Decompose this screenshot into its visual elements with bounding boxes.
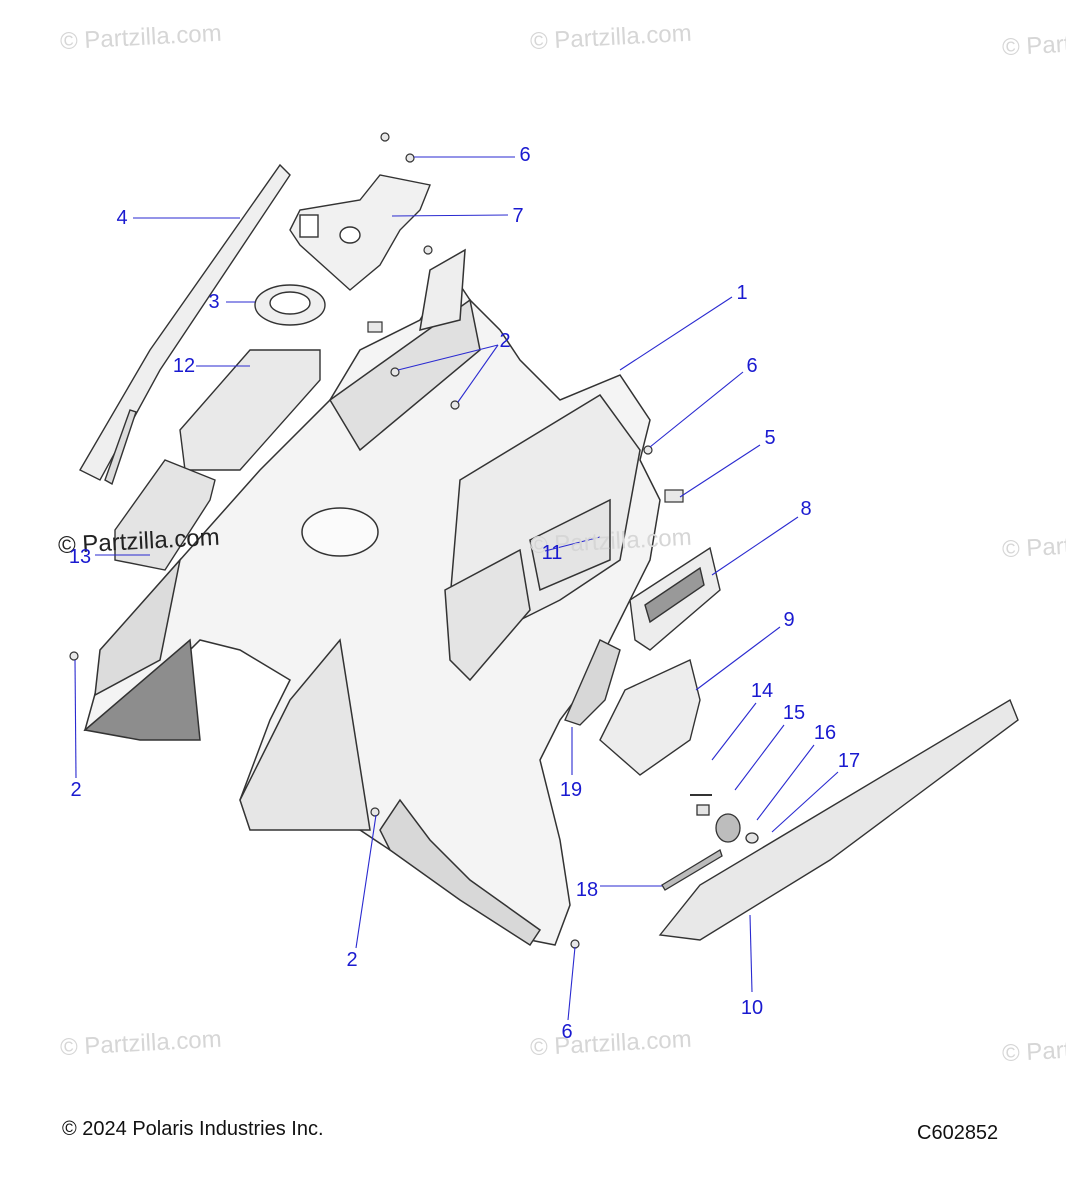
callout-19: 19 xyxy=(559,779,583,801)
callout-4: 4 xyxy=(116,207,128,229)
hood-panel xyxy=(83,248,661,947)
callout-12: 12 xyxy=(172,355,196,377)
callout-6: 6 xyxy=(746,355,758,377)
callout-2: 2 xyxy=(499,330,511,352)
callout-16: 16 xyxy=(813,722,837,744)
callout-13: 13 xyxy=(68,546,92,568)
callout-1: 1 xyxy=(736,282,748,304)
callout-7: 7 xyxy=(512,205,524,227)
callout-17: 17 xyxy=(837,750,861,772)
callout-18: 18 xyxy=(575,879,599,901)
pad-part-13 xyxy=(114,459,216,571)
bracket-part-7 xyxy=(289,174,431,291)
leader-lines xyxy=(74,156,839,1021)
callout-15: 15 xyxy=(782,702,806,724)
hardware-stack-parts-14-17 xyxy=(690,794,773,856)
callout-11: 11 xyxy=(541,542,563,564)
callout-14: 14 xyxy=(750,680,774,702)
callout-9: 9 xyxy=(783,609,795,631)
trim-strip-part-4 xyxy=(79,163,291,486)
callout-3: 3 xyxy=(208,291,220,313)
copyright-text: © 2024 Polaris Industries Inc. xyxy=(62,1118,324,1140)
rail-part-10 xyxy=(658,698,1019,941)
pad-part-19 xyxy=(564,639,621,726)
strip-part-18 xyxy=(661,849,723,891)
diagram-code: C602852 xyxy=(917,1122,999,1144)
callout-6: 6 xyxy=(519,144,531,166)
callout-5: 5 xyxy=(764,427,776,449)
duct-part-9 xyxy=(599,659,701,776)
callout-6: 6 xyxy=(561,1021,573,1043)
vent-grille-part-8 xyxy=(629,546,721,651)
fasteners xyxy=(69,132,684,949)
callout-8: 8 xyxy=(800,498,812,520)
callout-10: 10 xyxy=(740,997,764,1019)
callout-2: 2 xyxy=(346,949,358,971)
callout-2: 2 xyxy=(70,779,82,801)
ring-part-3 xyxy=(254,284,326,326)
